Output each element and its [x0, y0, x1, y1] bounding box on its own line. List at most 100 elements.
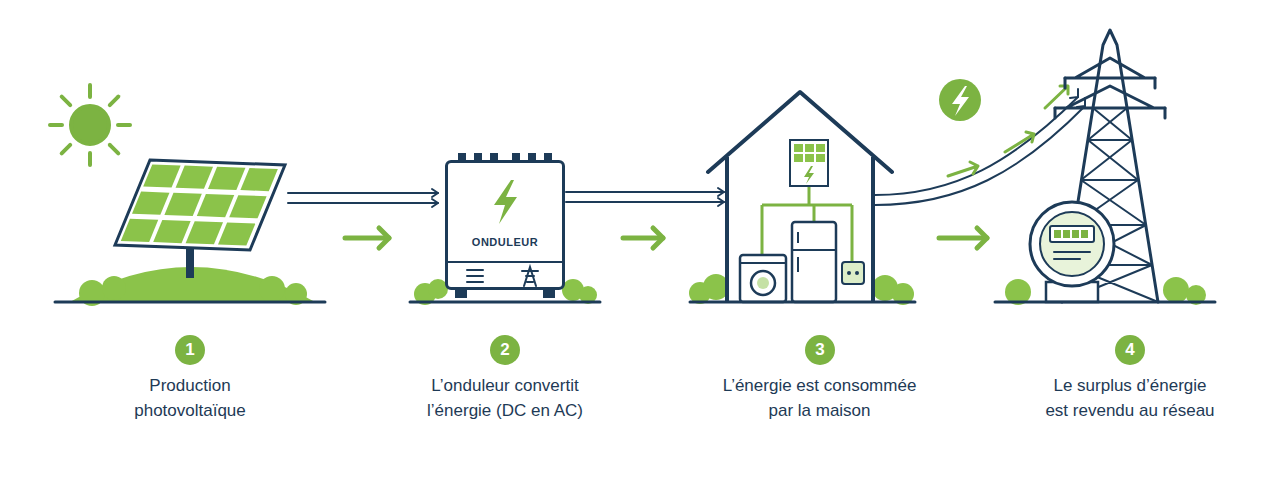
ground-line	[690, 301, 915, 304]
panel-cell	[186, 221, 223, 244]
ground-line	[55, 301, 325, 304]
pylon-arms	[1055, 58, 1165, 108]
panel-cell	[229, 195, 266, 218]
arrow-head	[653, 228, 663, 248]
flow-arrow	[345, 228, 389, 248]
socket-hole	[855, 271, 859, 275]
arrow-head	[977, 228, 987, 248]
fridge	[792, 222, 836, 302]
house-fill	[727, 96, 873, 302]
ac-cable	[566, 188, 724, 206]
arrow-shaft	[623, 236, 663, 241]
panel-cell	[153, 220, 190, 243]
step-number: 3	[805, 335, 835, 365]
device-label: ONDULEUR	[448, 236, 562, 248]
menu-line	[467, 269, 483, 271]
mini-pylon	[522, 267, 538, 286]
mini-panel-cells	[794, 144, 825, 162]
inverter-icons	[467, 267, 538, 286]
solar-panel	[115, 160, 285, 250]
cable-head	[432, 199, 438, 207]
vent	[512, 153, 520, 160]
cable-head	[718, 198, 724, 206]
process-step: 3L’énergie est consommée par la maison	[666, 40, 936, 440]
process-step: 2L’onduleur convertit l’énergie (DC en A…	[392, 40, 620, 440]
energy-badge	[939, 79, 981, 121]
washer-door	[751, 271, 775, 295]
meter-face	[1040, 212, 1104, 276]
step-number: 4	[1115, 335, 1145, 365]
arrow-head	[379, 228, 389, 248]
panel-cell	[176, 166, 213, 189]
vent	[528, 153, 536, 160]
panel-frame	[115, 160, 285, 250]
washing-machine	[740, 255, 786, 302]
fridge-split	[792, 249, 836, 251]
house-illustration	[708, 92, 892, 302]
inverter-foot	[543, 290, 555, 298]
badge-circle	[939, 79, 981, 121]
meter-digit	[1063, 230, 1070, 238]
inverter-vents	[455, 153, 555, 298]
arrow-shaft	[345, 236, 389, 241]
arrow-shaft	[939, 236, 987, 241]
step-caption: L’énergie est consommée par la maison	[717, 373, 922, 423]
lightning-icon	[494, 180, 517, 224]
meter-display	[1050, 226, 1094, 242]
step-caption: Production photovoltaïque	[125, 373, 255, 423]
sun-ray	[50, 123, 62, 127]
panel-cell	[240, 168, 277, 191]
meter-digits	[1054, 230, 1088, 238]
pylon-insulators	[1055, 78, 1165, 118]
ground-line	[995, 301, 1215, 304]
sun-ray	[118, 123, 130, 127]
dc-cable	[288, 189, 438, 207]
meter-digit	[1081, 230, 1088, 238]
panel-cell	[208, 167, 245, 190]
cable-head	[718, 188, 724, 196]
sun-ray	[110, 145, 119, 154]
cable-line	[288, 192, 438, 194]
inverter-fill	[445, 160, 565, 290]
badge-bolt	[952, 86, 969, 116]
cable-line	[288, 202, 438, 204]
vent	[544, 153, 552, 160]
step-number: 1	[175, 335, 205, 365]
step-caption: L’onduleur convertit l’énergie (DC en AC…	[420, 373, 590, 423]
sun-ray	[62, 145, 70, 154]
flow-mark	[1005, 132, 1034, 152]
menu-line	[467, 281, 483, 283]
washer-panel	[740, 262, 786, 264]
panel-cell	[794, 154, 803, 162]
vent	[490, 153, 498, 160]
flow-arrow	[623, 228, 663, 248]
cable-line	[566, 201, 724, 203]
wall-socket	[842, 262, 864, 284]
panel-cell	[805, 144, 814, 152]
flow-mark	[948, 162, 978, 176]
step-number: 2	[490, 335, 520, 365]
vent	[474, 153, 482, 160]
inverter-box: ONDULEUR	[445, 160, 565, 290]
house-roof	[708, 92, 892, 172]
house-wall	[725, 157, 729, 302]
inverter-foot	[455, 290, 467, 298]
meter-digit	[1072, 230, 1079, 238]
washer-drum	[757, 277, 769, 289]
panel-cell	[816, 144, 825, 152]
panel-cells	[121, 164, 278, 245]
vent	[458, 153, 466, 160]
ground-line	[410, 301, 600, 304]
fridge-handle	[797, 232, 799, 243]
inverter-illustration	[445, 153, 565, 298]
bush	[1163, 277, 1189, 303]
sun-ray	[110, 97, 119, 106]
panel-cell	[132, 192, 169, 215]
bush	[259, 276, 285, 302]
panel-stand	[186, 246, 194, 278]
meter-digit	[1054, 230, 1061, 238]
panel-cell	[143, 164, 180, 187]
panel-cell	[794, 144, 803, 152]
sun-ray	[88, 153, 92, 165]
house-wall	[871, 157, 875, 302]
